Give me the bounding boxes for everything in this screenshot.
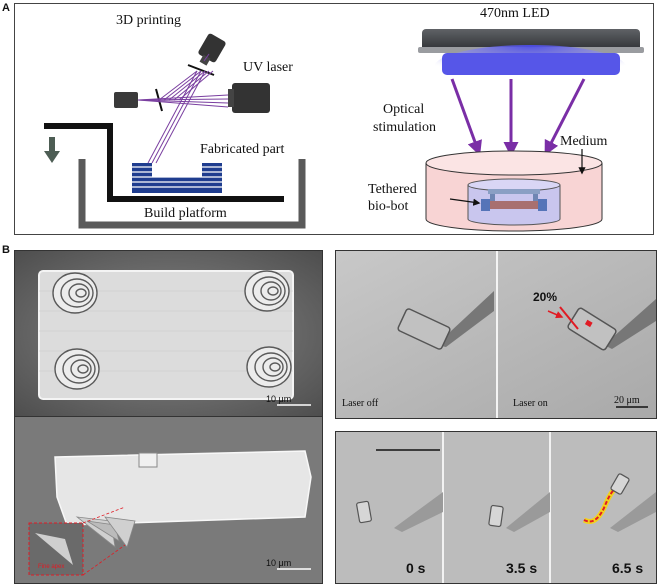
down-arrow-shaft [49,137,55,151]
biobot-frame-1 [356,500,372,524]
biobot-frame-2 [488,504,504,528]
build-platform-arm [44,123,284,202]
cone-bottom-left [54,348,100,390]
time-label-1: 3.5 s [506,560,538,576]
laser-head-left [114,92,138,108]
tether-needle-on [604,299,656,349]
biobot-label-line2: bio-bot [368,199,409,214]
biobot-off [397,308,451,350]
contraction-marker [584,319,593,328]
stim-arrow-right [544,78,586,156]
cone-spike-left [75,516,120,548]
led-housing [422,29,640,51]
sem-top-image [14,250,323,418]
tether-needle-off [436,291,494,347]
tether-holder [467,178,561,226]
panel-a-artwork [44,29,644,232]
led-label: 470nm LED [480,6,550,21]
laser-off-label: Laser off [342,398,379,409]
biobot-arrow [449,198,481,206]
cone-bottom-right [246,346,292,388]
uv-laser-label: UV laser [243,60,293,75]
down-arrow-head [44,151,60,163]
printing-title: 3D printing [116,13,181,28]
uv-laser-body [232,83,270,113]
panel-b-letter: B [2,244,10,256]
build-platform-label: Build platform [144,206,227,221]
fabricated-part-label: Fabricated part [200,142,285,157]
galvo-optic [198,33,226,66]
optical-label-line1: Optical [383,102,425,117]
percent-label: 20% [533,290,558,304]
biobot-label-line1: Tethered [368,182,417,197]
timelapse-panel [335,431,657,584]
biobot-frame-3 [610,473,630,495]
fabricated-part [132,163,222,193]
inset-label: Fine apex [38,564,65,570]
cone-spike-right [104,516,136,548]
time-label-0: 0 s [406,560,426,576]
laser-on-label: Laser on [513,398,548,409]
cone-top-right [244,270,290,312]
resin-vat [78,159,306,229]
laser-microscopy-panel [335,250,657,419]
biobot-on [567,307,617,351]
medium-label: Medium [560,134,608,149]
uv-beam [137,53,229,164]
time-label-2: 6.5 s [612,560,644,576]
sem-body-side [54,450,312,526]
sem-top-scale-label: 10 μm [266,394,292,404]
optical-label-line2: stimulation [373,120,436,135]
sem-bottom-scale-label: 10 μm [266,558,292,568]
contraction-line [559,306,579,330]
laser-scale-label: 20 μm [614,395,640,406]
cone-top-left [52,272,98,314]
sem-body-top [38,270,294,400]
stim-arrow-left [450,78,482,156]
panel-a-letter: A [2,2,10,14]
sem-bottom-image [14,416,323,584]
